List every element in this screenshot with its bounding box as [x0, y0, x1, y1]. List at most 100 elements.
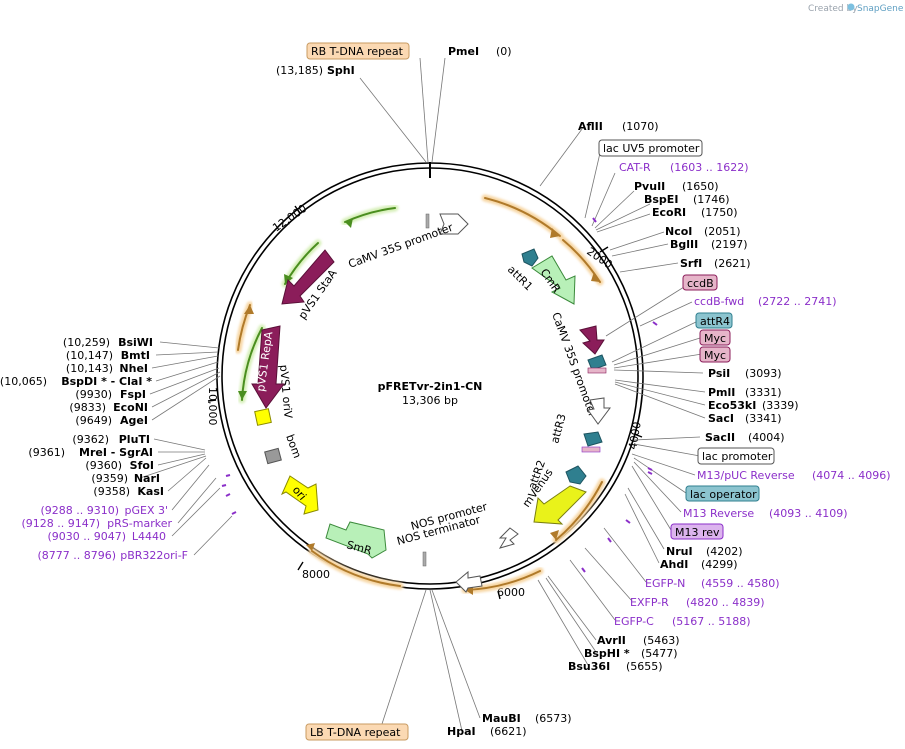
sfoi-pos: (9360): [85, 459, 122, 472]
ecori-name: EcoRI: [652, 206, 686, 219]
camv-promoter-top-arrow: [439, 213, 469, 235]
bsiwi-name: BsiWI: [118, 336, 153, 349]
ccdb-badge: [682, 274, 718, 291]
pgex3-pos: (9288 .. 9310): [40, 504, 119, 517]
attr4-feature: [587, 354, 607, 371]
aflii-name: AflII: [578, 120, 603, 133]
nari-name: NarI: [134, 472, 160, 485]
lac-promoter-label: lac promoter: [702, 450, 773, 463]
pvs1-repa-arrow: [251, 325, 285, 409]
snapgene-logo-icon: [847, 3, 855, 11]
ecori-pos: (1750): [701, 206, 738, 219]
attr3-label: attR3: [548, 412, 568, 444]
kasi-name: KasI: [137, 485, 164, 498]
leader-lines: [139, 57, 706, 732]
avrii-name: AvrII: [597, 634, 626, 647]
hpai-pos: (6621): [490, 725, 527, 738]
myc-label-1: Myc: [704, 332, 726, 345]
l4440-name: L4440: [132, 530, 166, 543]
tick-label-6000: 6000: [497, 586, 525, 599]
pvs1-oriv-feature: [254, 408, 272, 426]
tick-label-12000: 12,000: [270, 202, 309, 235]
agei-pos: (9649): [75, 414, 112, 427]
myc-badge-2: [699, 346, 731, 363]
myc-feature: [587, 367, 607, 374]
left-labels: (10,259) BsiWI (10,147) BmtI (10,143) Nh…: [0, 336, 188, 562]
nrui-name: NruI: [666, 545, 693, 558]
aflii-pos: (1070): [622, 120, 659, 133]
pvuii-name: PvuII: [634, 180, 665, 193]
bspei-pos: (1746): [693, 193, 730, 206]
pmli-name: PmlI: [708, 386, 735, 399]
saci-pos: (3341): [745, 412, 782, 425]
lb-tdna-badge: [305, 723, 409, 741]
maubi-name: MauBI: [482, 712, 521, 725]
bsu36i-pos: (5655): [626, 660, 663, 673]
tick-label-8000: 8000: [302, 568, 330, 581]
myc-label-2: Myc: [704, 349, 726, 362]
attr3-feature: [583, 431, 603, 447]
econi-name: EcoNI: [113, 401, 148, 414]
rb-tdna-label: RB T-DNA repeat: [311, 45, 404, 58]
saci-name: SacI: [708, 412, 734, 425]
egfpn-name: EGFP-N: [645, 577, 685, 590]
lacuv5-label: lac UV5 promoter: [603, 142, 700, 155]
lb-tdna-marker: [422, 551, 427, 567]
attr1-label: attR1: [505, 263, 535, 293]
attr2-feature: [565, 465, 587, 485]
egfpn-pos: (4559 .. 4580): [701, 577, 780, 590]
pbr322-pos: (8777 .. 8796): [37, 549, 116, 562]
myc-feature-2: [581, 446, 601, 453]
mvenus-arrow: [533, 485, 587, 525]
rb-tdna-marker: [425, 213, 430, 229]
nrui-pos: (4202): [706, 545, 743, 558]
position-ticks: [207, 205, 643, 600]
econi-pos: (9833): [69, 401, 106, 414]
ahdi-pos: (4299): [701, 558, 738, 571]
mrei-pos: (9361): [28, 446, 65, 459]
bom-label: bom: [283, 433, 304, 460]
fspi-name: FspI: [120, 388, 146, 401]
nari-pos: (9359): [91, 472, 128, 485]
kasi-pos: (9358): [93, 485, 130, 498]
ccdb-label: ccdB: [687, 277, 714, 290]
camv-promoter-right-arrow: [579, 325, 605, 355]
srfi-pos: (2621): [714, 257, 751, 270]
hpai-name: HpaI: [447, 725, 476, 738]
bsphi-pos: (5477): [641, 647, 678, 660]
nos-promoter-arrow: [455, 570, 483, 593]
pvs1-staa-arrow: [281, 249, 335, 305]
eco53ki-pos: (3339): [762, 399, 799, 412]
eco53ki-name: Eco53kI: [708, 399, 756, 412]
fspi-pos: (9930): [75, 388, 112, 401]
bspei-name: BspEI: [644, 193, 678, 206]
bsu36i-name: Bsu36I: [568, 660, 610, 673]
pmei-name: PmeI: [448, 45, 479, 58]
catr-pos: (1603 .. 1622): [670, 161, 749, 174]
maubi-pos: (6573): [535, 712, 572, 725]
myc-badge-1: [699, 329, 731, 346]
lac-operator-label: lac operator: [690, 488, 757, 501]
prsmarker-name: pRS-marker: [107, 517, 172, 530]
srfi-name: SrfI: [680, 257, 702, 270]
watermark-prefix: Created by: [808, 4, 858, 14]
lacuv5-badge: [598, 139, 703, 157]
bspdi-pos: (10,065): [0, 375, 47, 388]
pmli-pos: (3331): [745, 386, 782, 399]
lb-tdna-label: LB T-DNA repeat: [310, 726, 401, 739]
lac-promoter-badge: [697, 447, 775, 465]
smr-label: SmR: [345, 538, 373, 557]
m13rev-primer-pos: (4093 .. 4109): [769, 507, 848, 520]
primer-marks: [221, 217, 658, 573]
m13puc-pos: (4074 .. 4096): [812, 469, 891, 482]
bom-feature: [264, 447, 282, 465]
cmr-arrow: [531, 255, 576, 305]
pvuii-pos: (1650): [682, 180, 719, 193]
pvs1-oriv-label: pVS1 oriV: [277, 364, 295, 419]
pmei-pos: (0): [496, 45, 512, 58]
sphi-pos: (13,185): [276, 64, 323, 77]
tick-label-4000: 4000: [626, 421, 644, 451]
psii-pos: (3093): [745, 367, 782, 380]
nos-terminator-arrow: [498, 527, 519, 549]
m13puc-name: M13/pUC Reverse: [697, 469, 795, 482]
